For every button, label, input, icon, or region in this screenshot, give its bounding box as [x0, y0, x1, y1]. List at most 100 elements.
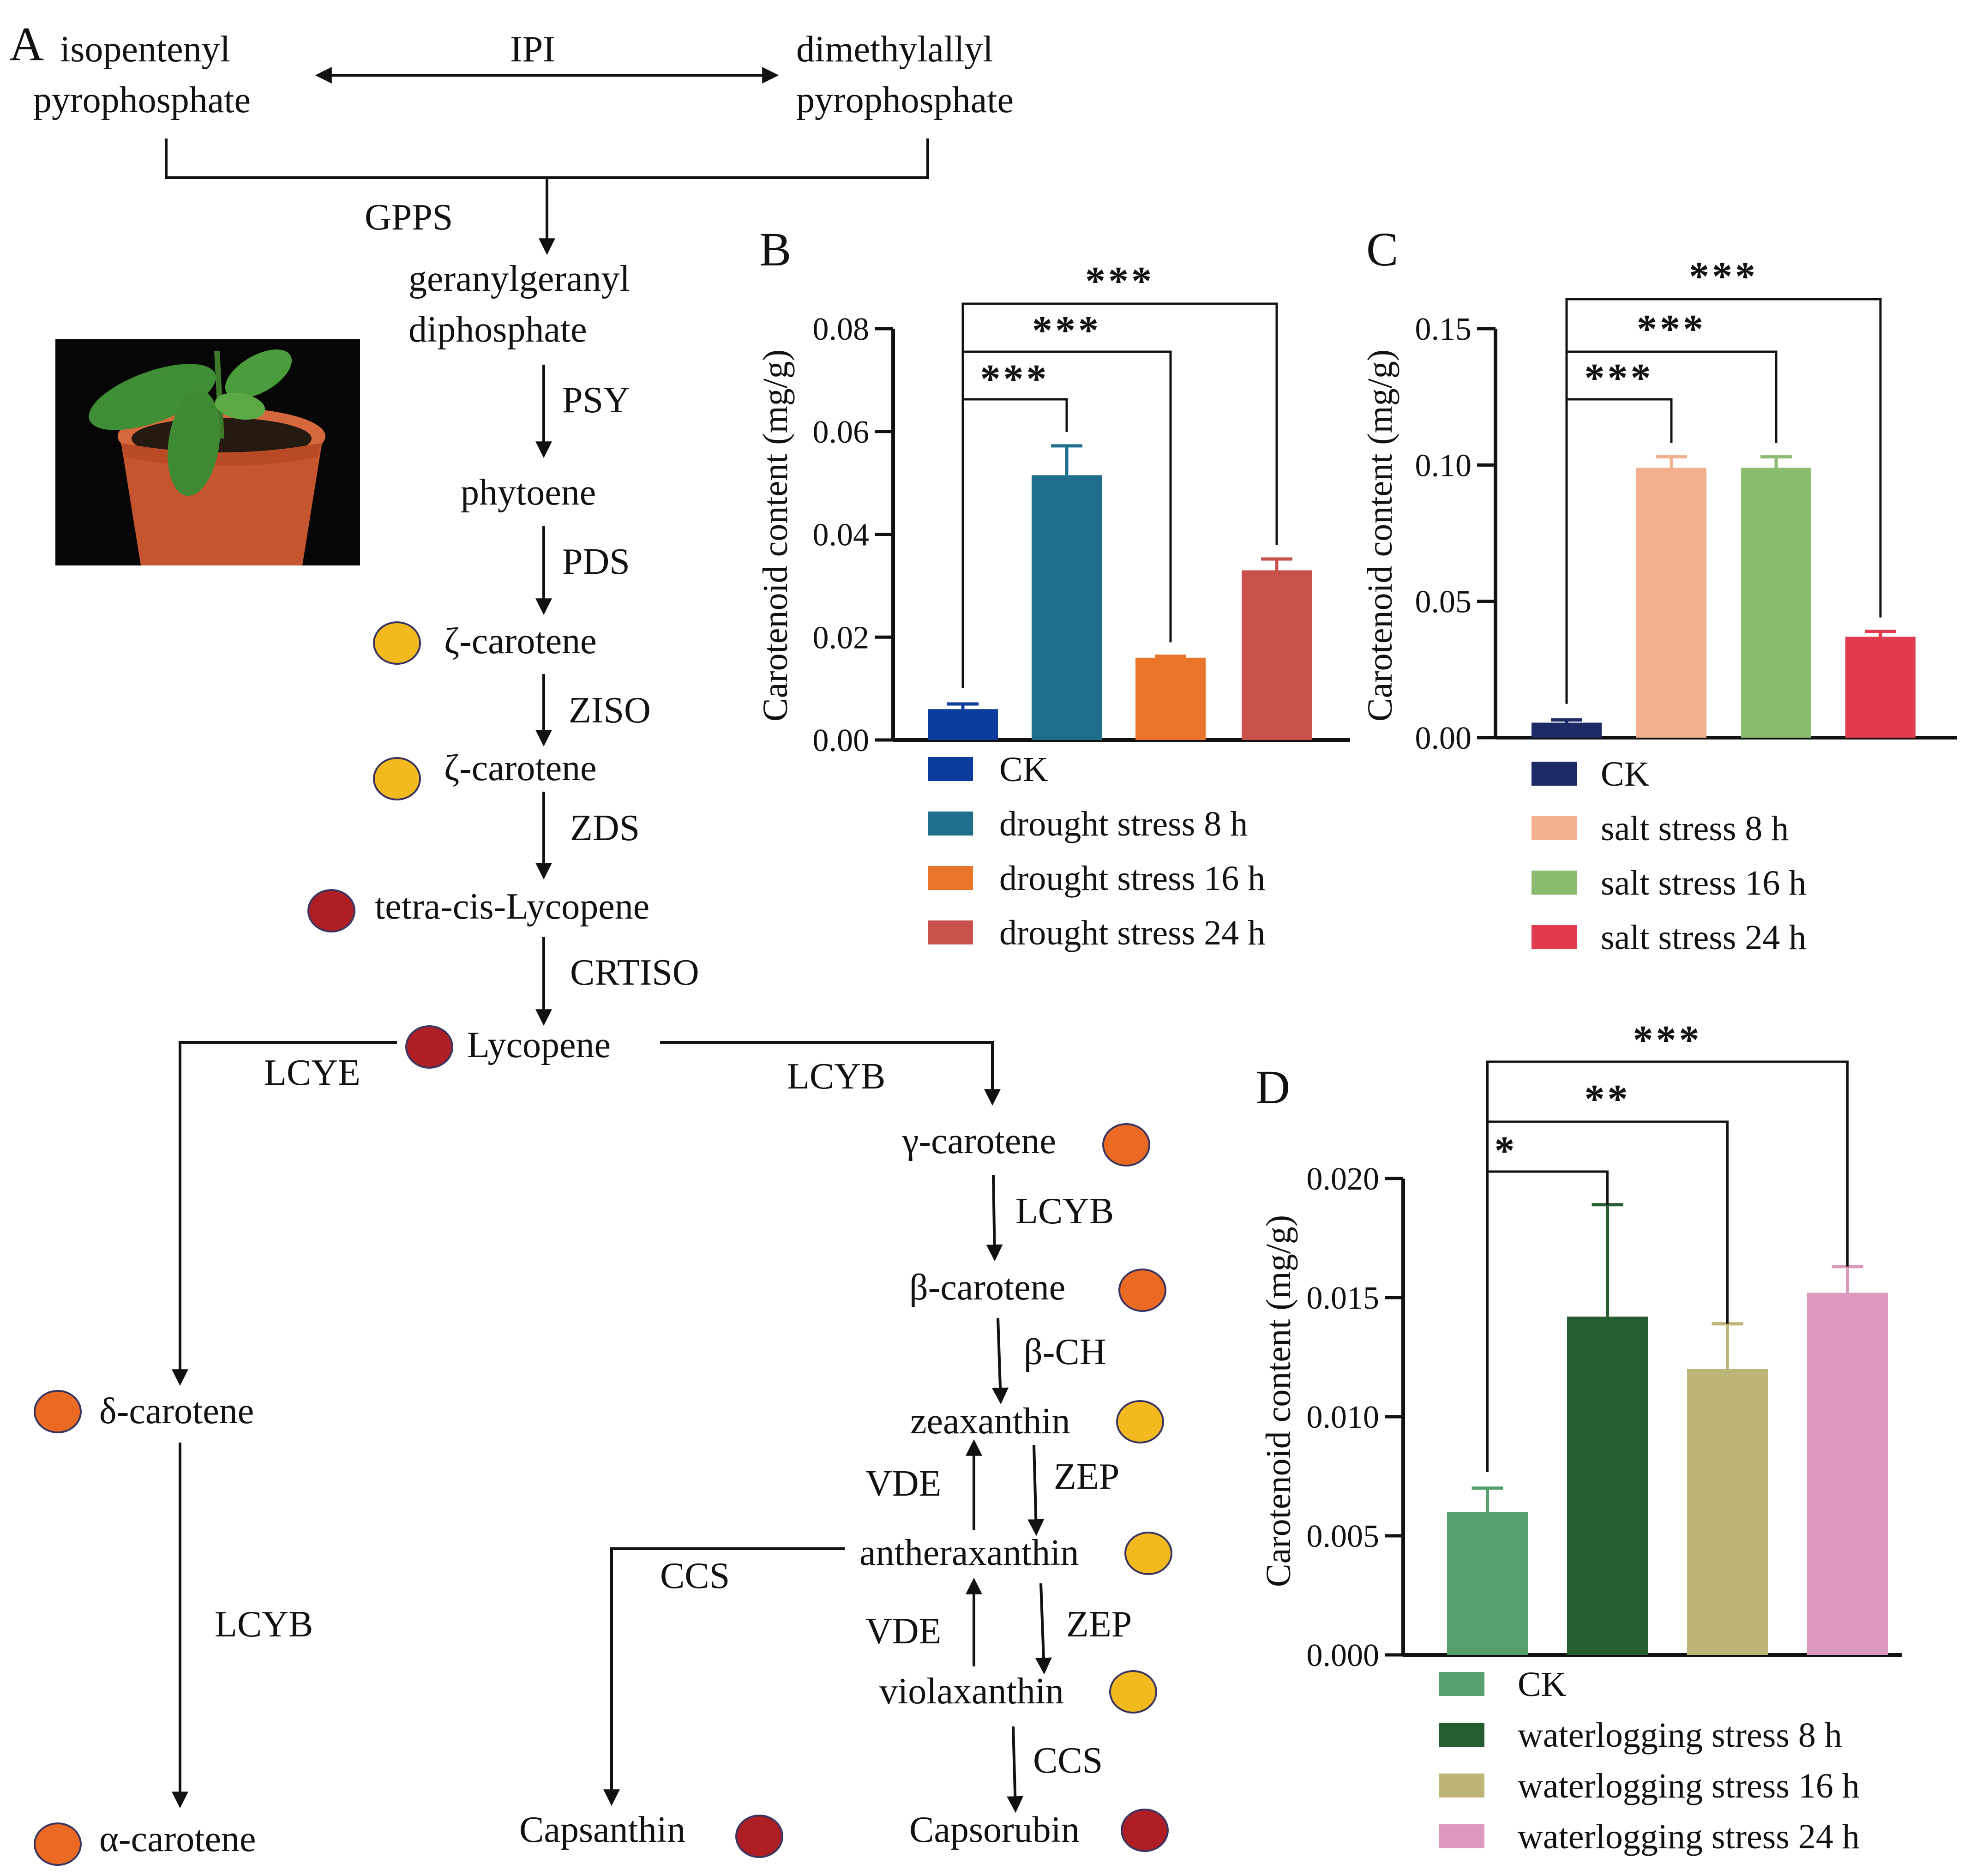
significance-label: * — [1495, 1129, 1518, 1173]
enzyme-beta-ch: β-CH — [1024, 1332, 1106, 1372]
antheraxanthin-dot — [1124, 1532, 1172, 1575]
ggpp-label-line1: geranylgeranyl — [408, 259, 630, 299]
beta-carotene-label: β-carotene — [909, 1267, 1065, 1308]
enzyme-zep-1: ZEP — [1054, 1456, 1119, 1497]
pathway-panel — [165, 67, 1052, 1813]
delta-carotene-label: δ-carotene — [99, 1391, 254, 1431]
ipp-label-line1: isopentenyl — [60, 29, 230, 70]
lcyb-gamma-arrow — [986, 1174, 1003, 1262]
gamma-carotene-label: γ-carotene — [902, 1121, 1056, 1161]
bar — [928, 709, 998, 740]
panel-c-label: C — [1366, 223, 1398, 276]
enzyme-ipi: IPI — [510, 29, 555, 70]
pathway-labels: A isopentenyl pyrophosphate dimethylally… — [9, 18, 1132, 1859]
enzyme-lcyb-gamma: LCYB — [1015, 1191, 1114, 1232]
capsorubin-dot — [1121, 1809, 1169, 1852]
gamma-carotene-dot — [1102, 1123, 1150, 1166]
y-axis-label: Carotenoid content (mg/g) — [756, 349, 795, 722]
bar — [1532, 722, 1602, 738]
significance-label: *** — [1637, 307, 1706, 352]
legend-label: waterlogging stress 8 h — [1518, 1716, 1842, 1755]
legend-label: salt stress 8 h — [1601, 809, 1789, 848]
y-tick-label: 0.15 — [1415, 312, 1472, 347]
enzyme-crtiso: CRTISO — [570, 952, 699, 993]
y-axis-label: Carotenoid content (mg/g) — [1361, 349, 1399, 722]
zeaxanthin-label: zeaxanthin — [910, 1401, 1070, 1442]
y-tick-label: 0.05 — [1415, 584, 1472, 620]
panel-a-label: A — [9, 18, 44, 71]
gpps-bracket — [165, 138, 929, 179]
lcyb-branch-arrow — [660, 1041, 1001, 1106]
legend-label: salt stress 24 h — [1601, 918, 1806, 957]
tetra-cis-lycopene-label: tetra-cis-Lycopene — [375, 886, 649, 927]
tetra-cis-lycopene-dot — [307, 889, 355, 932]
y-tick-label: 0.06 — [813, 415, 870, 450]
enzyme-lcye: LCYE — [264, 1052, 360, 1093]
zeta-carotene-2-label: ζ-carotene — [444, 748, 597, 788]
legend-swatch — [1439, 1774, 1484, 1798]
bar — [1807, 1293, 1888, 1655]
significance-label: *** — [1585, 356, 1654, 401]
alpha-carotene-dot — [34, 1822, 82, 1866]
dmapp-label-line1: dimethylallyl — [796, 29, 993, 70]
enzyme-vde-1: VDE — [865, 1463, 941, 1504]
y-tick-label: 0.08 — [813, 312, 870, 347]
dmapp-label-line2: pyrophosphate — [796, 80, 1014, 120]
legend-label: CK — [1518, 1665, 1567, 1704]
y-tick-label: 0.005 — [1307, 1519, 1380, 1554]
ggpp-label-line2: diphosphate — [408, 309, 587, 350]
antheraxanthin-label: antheraxanthin — [859, 1533, 1079, 1573]
lcye-branch-arrow — [172, 1041, 397, 1386]
zeaxanthin-dot — [1116, 1400, 1164, 1443]
phytoene-label: phytoene — [461, 472, 596, 513]
enzyme-lcyb-branch: LCYB — [787, 1056, 885, 1097]
y-tick-label: 0.00 — [813, 723, 870, 758]
legend-swatch — [928, 757, 973, 781]
zep1-arrow — [1027, 1444, 1045, 1536]
zeta-carotene-1-label: ζ-carotene — [444, 621, 597, 661]
legend-swatch — [1532, 762, 1577, 786]
bar — [1741, 468, 1811, 738]
violaxanthin-dot — [1109, 1670, 1157, 1714]
y-tick-label: 0.04 — [813, 517, 870, 553]
lycopene-label: Lycopene — [467, 1025, 611, 1065]
legend-swatch — [928, 812, 973, 836]
panel-d-label: D — [1255, 1061, 1290, 1114]
zeta1-dot — [373, 621, 421, 665]
capsanthin-dot — [735, 1815, 783, 1858]
enzyme-vde-2: VDE — [865, 1611, 941, 1652]
y-tick-label: 0.00 — [1415, 721, 1472, 756]
y-tick-label: 0.015 — [1307, 1281, 1380, 1316]
significance-label: *** — [1085, 259, 1154, 304]
ccs-bottom-arrow — [1007, 1726, 1024, 1813]
y-axis-label: Carotenoid content (mg/g) — [1259, 1215, 1298, 1587]
bar — [1032, 475, 1102, 740]
significance-label: *** — [1633, 1018, 1702, 1063]
y-tick-label: 0.010 — [1307, 1400, 1380, 1435]
enzyme-zep-2: ZEP — [1066, 1604, 1132, 1645]
y-tick-label: 0.02 — [813, 620, 870, 655]
significance-bracket — [961, 302, 1278, 688]
bar — [1687, 1369, 1768, 1655]
legend-swatch — [1532, 925, 1577, 949]
enzyme-lcyb-delta: LCYB — [215, 1604, 313, 1645]
beta-carotene-dot — [1118, 1269, 1166, 1312]
legend-label: CK — [1601, 755, 1650, 794]
lycopene-dot — [405, 1025, 453, 1069]
legend-swatch — [1532, 871, 1577, 895]
legend-label: drought stress 8 h — [999, 805, 1248, 843]
significance-label: *** — [1032, 308, 1101, 353]
significance-label: *** — [980, 357, 1050, 402]
bar — [1242, 570, 1312, 740]
compound-dots — [34, 621, 1172, 1866]
enzyme-psy: PSY — [562, 380, 630, 421]
enzyme-gpps: GPPS — [365, 197, 453, 238]
zep2-arrow — [1035, 1583, 1052, 1675]
y-tick-label: 0.000 — [1307, 1638, 1380, 1673]
legend-label: waterlogging stress 16 h — [1518, 1767, 1860, 1805]
zeta2-dot — [373, 757, 421, 800]
legend-label: CK — [999, 750, 1048, 789]
